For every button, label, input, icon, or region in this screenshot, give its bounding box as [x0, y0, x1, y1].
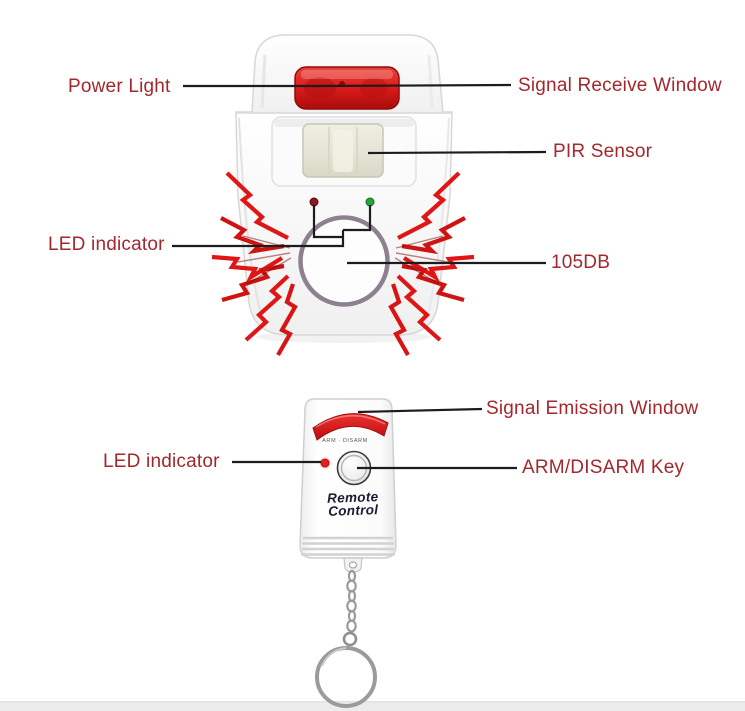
keychain-tab-hole [348, 561, 358, 569]
alarm-led-green [365, 197, 375, 207]
callout-signal-receive-window: Signal Receive Window [518, 75, 722, 96]
remote-brand-text: Remote Control [318, 489, 389, 519]
keychain-ring-highlight [321, 647, 347, 667]
floor-strip-edge [0, 701, 745, 703]
signal-emission-window [312, 413, 389, 441]
speaker-grille [298, 215, 390, 307]
sound-bolts-left [211, 171, 298, 357]
head-left-ridge [260, 54, 267, 109]
remote-control-unit: ARM · DISARM [299, 398, 397, 708]
head-right-ridge [427, 54, 434, 109]
keychain-ring [315, 646, 377, 708]
callout-lines [172, 83, 547, 470]
callout-105db: 105DB [551, 252, 611, 273]
callout-arm-disarm-key: ARM/DISARM Key [522, 457, 685, 478]
remote-printed-arc-text: ARM · DISARM [322, 438, 368, 444]
alarm-led-red [309, 197, 319, 207]
remote-led [320, 458, 330, 468]
line-signal-emission [357, 407, 483, 414]
alarm-unit [235, 34, 453, 343]
floor-strip [0, 702, 745, 711]
callout-led-indicator-remote: LED indicator [103, 451, 220, 472]
callout-pir-sensor: PIR Sensor [553, 141, 653, 162]
emission-window-highlight [315, 414, 386, 428]
remote-grip-ridges [301, 536, 395, 556]
pir-facet-highlight [333, 130, 353, 172]
remote-brand-line2: Control [327, 502, 379, 519]
line-led-indicator-bracket [172, 205, 372, 248]
keychain-link [342, 631, 358, 647]
callout-signal-emission-window: Signal Emission Window [486, 398, 699, 419]
window-shade-right [360, 78, 388, 98]
callout-power-light: Power Light [68, 76, 171, 97]
line-signal-receive [316, 83, 512, 88]
line-pir-sensor [367, 150, 547, 155]
keychain-chain [346, 569, 357, 633]
window-highlight [301, 70, 393, 79]
sound-bolts-right [388, 171, 475, 357]
window-shade-left [304, 77, 336, 99]
keychain [315, 557, 377, 708]
callout-led-indicator-alarm: LED indicator [48, 234, 165, 255]
